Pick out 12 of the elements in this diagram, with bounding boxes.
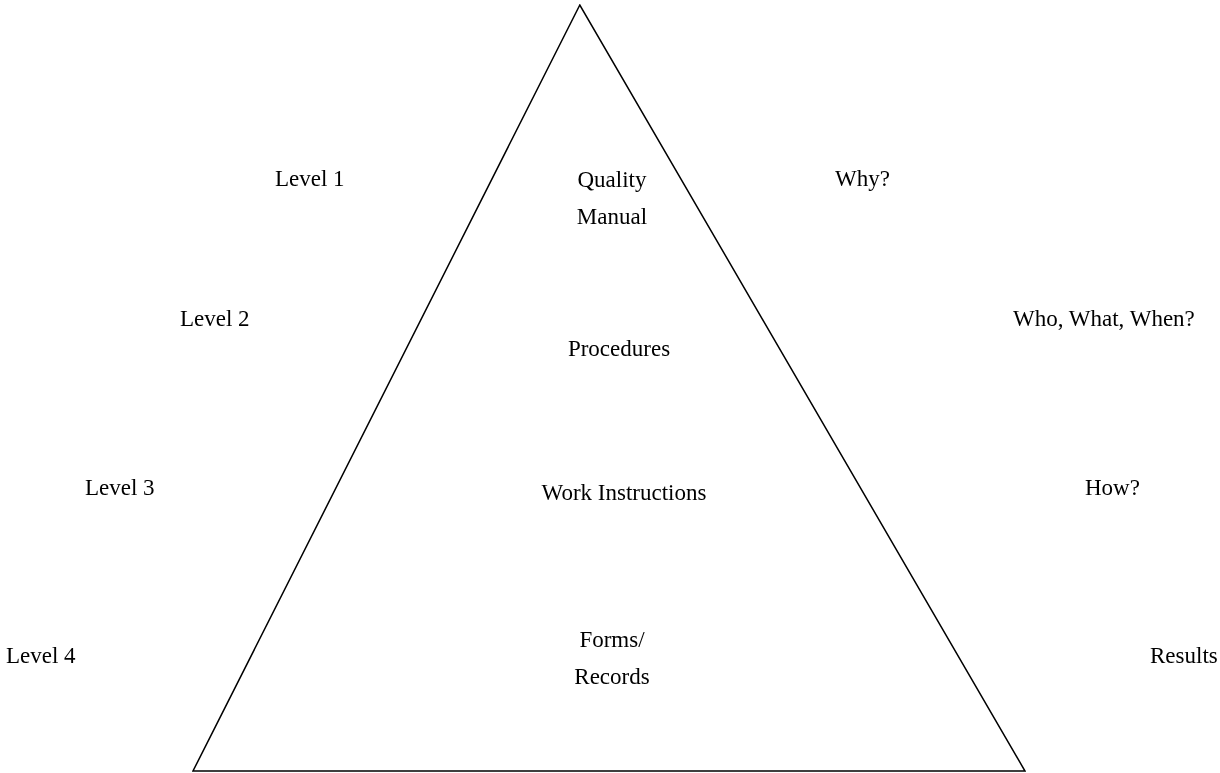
- tier-text: Work Instructions: [540, 479, 708, 507]
- question-label: Why?: [835, 165, 890, 193]
- level-label: Level 4: [6, 642, 76, 670]
- level-label: Level 1: [275, 165, 345, 193]
- question-label: Who, What, When?: [1013, 305, 1195, 333]
- question-label: How?: [1085, 474, 1140, 502]
- tier-text: Procedures: [566, 335, 672, 363]
- level-label: Level 2: [180, 305, 250, 333]
- tier-text: Quality Manual: [575, 166, 649, 231]
- tier-text: Forms/ Records: [573, 626, 651, 691]
- level-label: Level 3: [85, 474, 155, 502]
- question-label: Results: [1150, 642, 1218, 670]
